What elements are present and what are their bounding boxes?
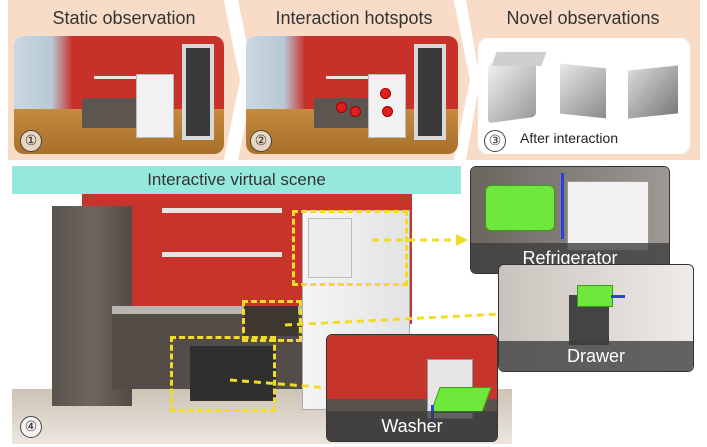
scene-counter — [112, 306, 312, 314]
kitchen-fridge — [136, 74, 174, 138]
kitchen-shelf — [94, 76, 154, 79]
refrigerator-arrow-head — [456, 234, 468, 246]
scene-shelf — [162, 252, 282, 257]
scene-fridge-door — [308, 218, 352, 278]
kitchen-shelf — [326, 76, 386, 79]
step-number-badge: ③ — [484, 130, 506, 152]
hotspot-marker — [380, 88, 391, 99]
fridge-body — [567, 181, 649, 251]
static-observation-photo — [14, 36, 224, 154]
scene-banner: Interactive virtual scene — [12, 166, 461, 194]
step-number-badge: ① — [20, 130, 42, 152]
washer-result-panel: Washer — [326, 334, 498, 442]
step-title: Novel observations — [506, 8, 660, 28]
novel-observations-views — [478, 38, 690, 154]
step-title: Interaction hotspots — [275, 8, 433, 28]
scene-drawer — [244, 306, 298, 336]
step-title: Static observation — [52, 8, 196, 28]
hotspot-marker — [336, 102, 347, 113]
hotspot-marker — [350, 106, 361, 117]
refrigerator-highlight-box — [292, 210, 408, 286]
refrigerator-result-panel: Refrigerator — [470, 166, 670, 274]
drawer-highlight-box — [242, 300, 302, 342]
washer-highlight-box — [170, 336, 276, 412]
drawer-result-panel: Drawer — [498, 264, 694, 372]
after-interaction-caption: After interaction — [520, 130, 619, 146]
kitchen-door — [182, 44, 214, 140]
washer-label: Washer — [327, 411, 497, 441]
motion-axis-arrow — [561, 173, 564, 239]
washer-door-part — [430, 387, 492, 413]
drawer-arrow-line — [284, 310, 541, 327]
drawer-label: Drawer — [499, 341, 693, 371]
hotspot-marker — [382, 106, 393, 117]
kitchen-door — [414, 44, 446, 140]
step-number-badge: ④ — [20, 416, 42, 438]
scene-washer — [190, 346, 276, 401]
scene-shelf — [162, 208, 282, 213]
refrigerator-door-part — [485, 185, 555, 231]
step-number-badge: ② — [250, 130, 272, 152]
interaction-hotspots-photo — [246, 36, 458, 154]
motion-axis-arrow — [611, 295, 625, 298]
drawer-part — [577, 285, 613, 307]
